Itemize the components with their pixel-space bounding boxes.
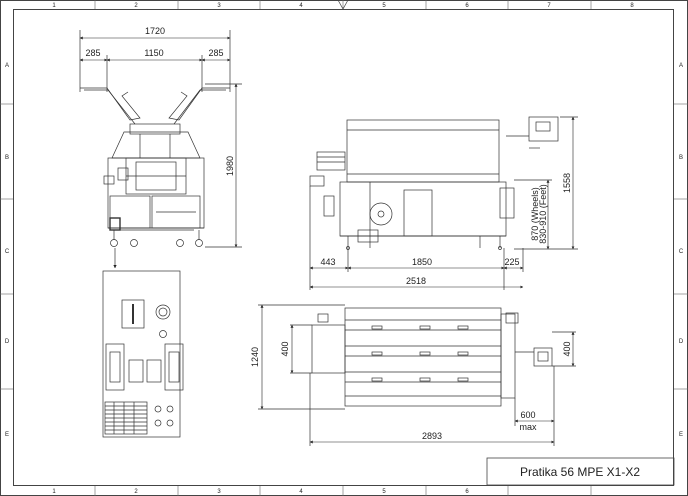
control-panel-detail <box>102 270 184 438</box>
grid-col-2: 2 <box>134 489 138 495</box>
grid-row-c: C <box>5 249 10 255</box>
front-view <box>79 30 242 269</box>
grid-col-6: 6 <box>465 489 469 495</box>
dim-center-width: 1150 <box>144 48 163 58</box>
dim-right-offset: 285 <box>208 48 223 58</box>
grid-col-4: 4 <box>299 489 303 495</box>
grid-col-5: 5 <box>382 489 386 495</box>
grid-col-5: 5 <box>382 3 386 9</box>
grid-col-1: 1 <box>52 489 56 495</box>
grid-column-labels-top: 1 2 3 4 5 6 7 8 <box>52 3 634 9</box>
grid-row-d: D <box>679 339 684 345</box>
dim-body-length: 1850 <box>412 257 432 267</box>
grid-col-7: 7 <box>547 3 551 9</box>
dim-wheels-height: 870 (Wheels) <box>530 187 540 241</box>
front-view-dimensions <box>79 36 238 248</box>
grid-col-4: 4 <box>299 3 303 9</box>
grid-row-a: A <box>679 63 683 69</box>
dim-right-module: 400 <box>562 341 572 356</box>
title-block <box>486 457 675 486</box>
grid-col-8: 8 <box>630 3 634 9</box>
dim-left-offset: 285 <box>85 48 100 58</box>
drawing-title: Pratika 56 MPE X1-X2 <box>520 465 640 479</box>
dim-feet-height: 830-910 (Feet) <box>538 184 548 244</box>
dim-door-clearance: 600 <box>520 410 535 420</box>
grid-row-c: C <box>679 249 684 255</box>
dim-door-clearance-note: max <box>519 422 537 432</box>
grid-row-labels-right: A B C D E <box>679 63 684 438</box>
grid-row-labels-left: A B C D E <box>5 63 10 438</box>
dim-left-overhang: 443 <box>320 257 335 267</box>
dim-overall-width: 1720 <box>145 26 165 36</box>
dim-top-total: 2893 <box>422 431 442 441</box>
front-view-labels: 1720 285 1150 285 1980 <box>85 26 235 176</box>
grid-row-b: B <box>5 155 9 161</box>
grid-col-1: 1 <box>52 3 56 9</box>
grid-col-6: 6 <box>465 3 469 9</box>
grid-row-d: D <box>5 339 10 345</box>
grid-row-b: B <box>679 155 683 161</box>
dim-side-total: 2518 <box>406 276 426 286</box>
side-view-labels: 443 1850 225 2518 1558 870 (Wheels) 830-… <box>320 173 572 286</box>
grid-col-3: 3 <box>217 489 221 495</box>
side-view <box>309 116 578 290</box>
grid-column-labels-bottom: 1 2 3 4 5 6 <box>52 489 469 495</box>
grid-row-a: A <box>5 63 9 69</box>
top-view-labels: 1240 400 400 600 max 2893 <box>250 341 572 441</box>
top-center-mark <box>337 0 349 10</box>
side-view-dimensions <box>309 116 575 289</box>
grid-col-2: 2 <box>134 3 138 9</box>
top-view-dimensions <box>260 304 575 444</box>
grid-col-3: 3 <box>217 3 221 9</box>
grid-row-e: E <box>679 432 683 438</box>
dim-left-module: 400 <box>280 341 290 356</box>
dim-top-depth: 1240 <box>250 347 260 367</box>
grid-row-e: E <box>5 432 9 438</box>
dim-right-overhang: 225 <box>504 257 519 267</box>
dim-side-height: 1558 <box>562 173 572 193</box>
dim-front-height: 1980 <box>225 156 235 176</box>
